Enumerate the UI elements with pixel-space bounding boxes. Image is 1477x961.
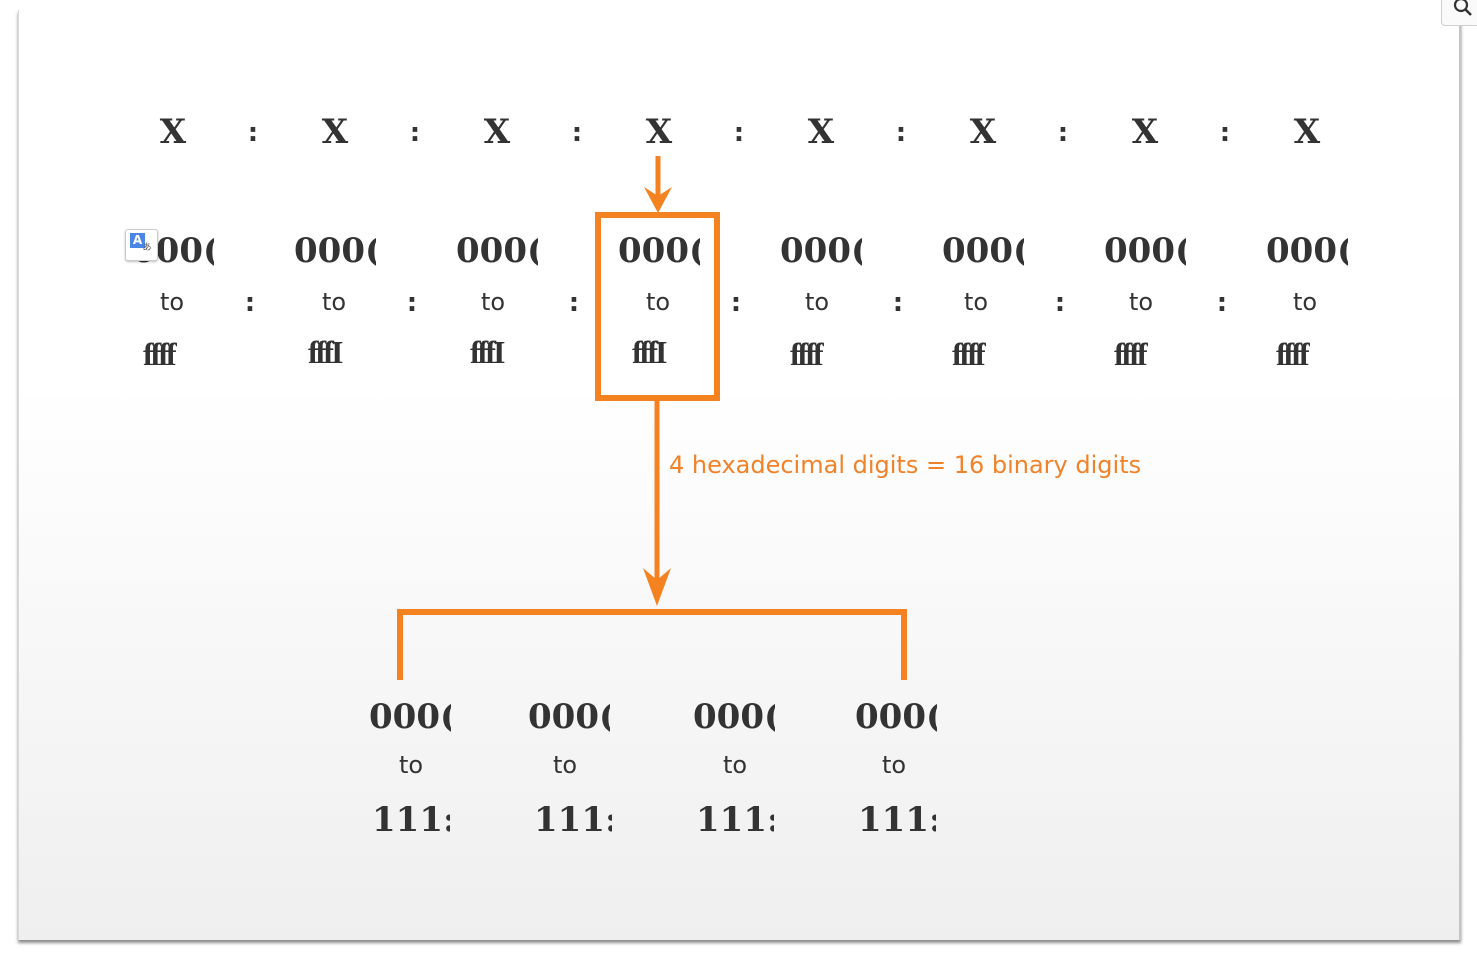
- highlight-box: [595, 212, 720, 401]
- hex-high-value: fffI: [470, 334, 505, 370]
- hex-low-value: 000(: [1266, 231, 1348, 271]
- group-label: X: [807, 112, 835, 152]
- hex-low-value: 000(: [456, 231, 538, 271]
- colon-separator: :: [892, 288, 904, 318]
- zoom-button[interactable]: [1441, 0, 1477, 26]
- colon-separator: :: [409, 118, 421, 148]
- to-label: to: [159, 288, 185, 316]
- group-label: X: [969, 112, 997, 152]
- colon-separator: :: [733, 118, 745, 148]
- to-label: to: [321, 288, 347, 316]
- colon-separator: :: [730, 288, 742, 318]
- arrow-head-bottom: [643, 568, 671, 606]
- to-label: to: [552, 751, 578, 779]
- to-label: to: [480, 288, 506, 316]
- colon-separator: :: [244, 288, 256, 318]
- diagram-card: [18, 10, 1461, 940]
- hex-high-value: fffI: [632, 334, 667, 370]
- hex-high-value: ffff: [952, 336, 986, 372]
- hex-high-value: ffff: [790, 336, 824, 372]
- to-label: to: [1128, 288, 1154, 316]
- hex-low-value: 000(: [942, 231, 1024, 271]
- colon-separator: :: [406, 288, 418, 318]
- colon-separator: :: [1054, 288, 1066, 318]
- hex-low-value: 000(: [1104, 231, 1186, 271]
- binary-high-value: 111:: [534, 800, 612, 840]
- binary-bracket: [397, 609, 907, 680]
- colon-separator: :: [1219, 118, 1231, 148]
- arrow-head-top: [644, 187, 672, 213]
- to-label: to: [881, 751, 907, 779]
- colon-separator: :: [895, 118, 907, 148]
- to-label: to: [804, 288, 830, 316]
- search-icon: [1453, 0, 1472, 16]
- hex-high-value: ffff: [143, 336, 177, 372]
- hex-low-value: 000(: [780, 231, 862, 271]
- binary-low-value: 000(: [528, 697, 610, 737]
- to-label: to: [1292, 288, 1318, 316]
- to-label: to: [645, 288, 671, 316]
- group-label: X: [1131, 112, 1159, 152]
- binary-low-value: 000(: [369, 697, 451, 737]
- colon-separator: :: [1216, 288, 1228, 318]
- binary-high-value: 111:: [372, 800, 450, 840]
- hex-low-value: 000(: [294, 231, 376, 271]
- group-label: X: [159, 112, 187, 152]
- group-label: X: [645, 112, 673, 152]
- to-label: to: [722, 751, 748, 779]
- hex-high-value: fffI: [308, 334, 343, 370]
- colon-separator: :: [568, 288, 580, 318]
- colon-separator: :: [1057, 118, 1069, 148]
- hex-high-value: ffff: [1114, 336, 1148, 372]
- group-label: X: [1293, 112, 1321, 152]
- conversion-annotation: 4 hexadecimal digits = 16 binary digits: [669, 451, 1142, 479]
- group-label: X: [483, 112, 511, 152]
- hex-low-value: 000(: [618, 231, 700, 271]
- colon-separator: :: [247, 118, 259, 148]
- hex-high-value: ffff: [1276, 336, 1310, 372]
- group-label: X: [321, 112, 349, 152]
- binary-high-value: 111:: [858, 800, 936, 840]
- binary-low-value: 000(: [693, 697, 775, 737]
- binary-high-value: 111:: [696, 800, 774, 840]
- colon-separator: :: [571, 118, 583, 148]
- binary-low-value: 000(: [855, 697, 937, 737]
- to-label: to: [963, 288, 989, 316]
- to-label: to: [398, 751, 424, 779]
